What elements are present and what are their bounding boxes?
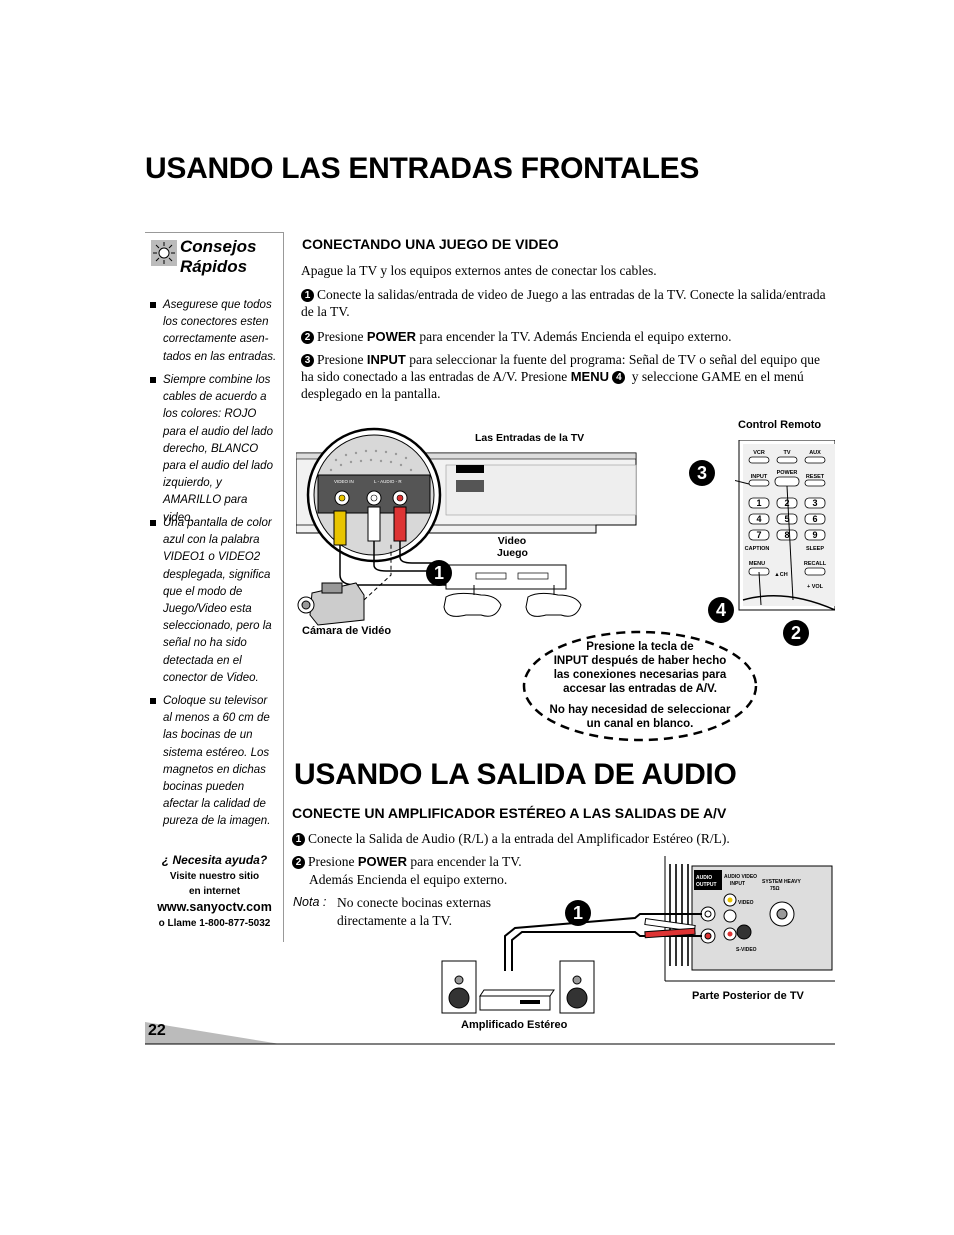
- tip-item: Una pantalla de color azul con la palabr…: [150, 515, 278, 687]
- svg-text:9: 9: [812, 530, 817, 540]
- svg-text:SLEEP: SLEEP: [806, 546, 824, 552]
- page-title-audio-output: USANDO LA SALIDA DE AUDIO: [294, 758, 737, 791]
- callout-4: 4: [708, 597, 734, 623]
- callout-2: 2: [783, 620, 809, 646]
- svg-text:1: 1: [756, 498, 761, 508]
- label-camcorder: Cámara de Vidéo: [302, 625, 392, 637]
- quick-tips-panel: [145, 232, 284, 942]
- label-game-console: Video Juego: [497, 535, 528, 559]
- svg-text:S-VIDEO: S-VIDEO: [736, 947, 757, 953]
- svg-text:TV: TV: [783, 450, 790, 456]
- remote-control-diagram: VCR TV AUX INPUT POWER RESET CAPTION SLE…: [735, 440, 835, 611]
- svg-text:+ VOL: + VOL: [807, 584, 824, 590]
- svg-text:AUX: AUX: [809, 450, 821, 456]
- input-note-callout: Presione la tecla de INPUT después de ha…: [522, 630, 758, 742]
- help-line: en internet: [188, 886, 241, 897]
- svg-text:8: 8: [784, 530, 789, 540]
- tip-item: Siempre combine los cables de acuerdo a …: [150, 372, 278, 527]
- audio-note-text: directamente a la TV.: [337, 913, 452, 928]
- label-tv-inputs: Las Entradas de la TV: [475, 432, 585, 444]
- callout-1-front: 1: [426, 560, 452, 586]
- callout-3: 3: [689, 460, 715, 486]
- tip-item: Coloque su televisor al menos a 60 cm de…: [150, 693, 278, 831]
- page-number: 22: [148, 1022, 166, 1039]
- svg-text:AUDIO VIDEO: AUDIO VIDEO: [724, 874, 757, 880]
- svg-text:VCR: VCR: [753, 450, 765, 456]
- page-title-front-inputs: USANDO LAS ENTRADAS FRONTALES: [145, 152, 700, 185]
- svg-text:INPUT: INPUT: [730, 881, 745, 887]
- callout-1-audio: 1: [565, 900, 591, 926]
- help-question: ¿ Necesita ayuda?: [161, 853, 268, 867]
- svg-text:4: 4: [756, 514, 761, 524]
- svg-text:L - AUDIO - R: L - AUDIO - R: [374, 479, 402, 484]
- help-url-link[interactable]: www.sanyoctv.com: [157, 900, 272, 914]
- svg-text:75Ω: 75Ω: [770, 886, 780, 892]
- svg-text:MENU: MENU: [749, 561, 765, 567]
- svg-text:POWER: POWER: [777, 470, 798, 476]
- lightbulb-icon: [151, 240, 177, 266]
- svg-text:AUDIO: AUDIO: [696, 875, 712, 881]
- svg-text:7: 7: [756, 530, 761, 540]
- tv-rear-panel-diagram: AUDIO OUTPUT AUDIO VIDEO INPUT SYSTEM HE…: [441, 856, 835, 1014]
- label-amplifier: Amplificado Estéreo: [461, 1019, 568, 1031]
- svg-text:6: 6: [812, 514, 817, 524]
- svg-text:RESET: RESET: [806, 474, 825, 480]
- label-remote: Control Remoto: [738, 419, 822, 431]
- intro-text: Apague la TV y los equipos externos ante…: [301, 263, 657, 278]
- help-phone: o Llame 1-800-877-5032: [158, 918, 271, 929]
- svg-text:▲CH: ▲CH: [774, 572, 787, 578]
- tip-item: Asegurese que todos los conectores esten…: [150, 297, 278, 366]
- page-footer-wedge: [145, 1022, 835, 1045]
- svg-text:SYSTEM HEAVY: SYSTEM HEAVY: [762, 879, 801, 885]
- svg-text:RECALL: RECALL: [804, 561, 827, 567]
- section-subtitle-amplifier: CONECTE UN AMPLIFICADOR ESTÉREO A LAS SA…: [292, 805, 727, 821]
- audio-step-2-line2: Además Encienda el equipo externo.: [309, 872, 508, 887]
- section-subtitle-game: CONECTANDO UNA JUEGO DE VIDEO: [302, 236, 559, 252]
- svg-text:5: 5: [784, 514, 789, 524]
- svg-text:VIDEO IN: VIDEO IN: [334, 479, 354, 484]
- svg-text:3: 3: [812, 498, 817, 508]
- help-line: Visite nuestro sitio: [169, 871, 260, 882]
- label-tv-rear: Parte Posterior de TV: [692, 990, 804, 1002]
- audio-note-label: Nota :: [293, 895, 327, 909]
- svg-text:2: 2: [784, 498, 789, 508]
- svg-text:VIDEO: VIDEO: [738, 900, 754, 906]
- svg-text:INPUT: INPUT: [751, 474, 768, 480]
- tv-front-diagram: VIDEO IN L - AUDIO - R: [296, 427, 637, 626]
- svg-text:OUTPUT: OUTPUT: [696, 882, 717, 888]
- quick-tips-title: Consejos Rápidos: [180, 237, 257, 276]
- svg-text:CAPTION: CAPTION: [745, 546, 770, 552]
- audio-note-text: No conecte bocinas externas: [337, 895, 492, 910]
